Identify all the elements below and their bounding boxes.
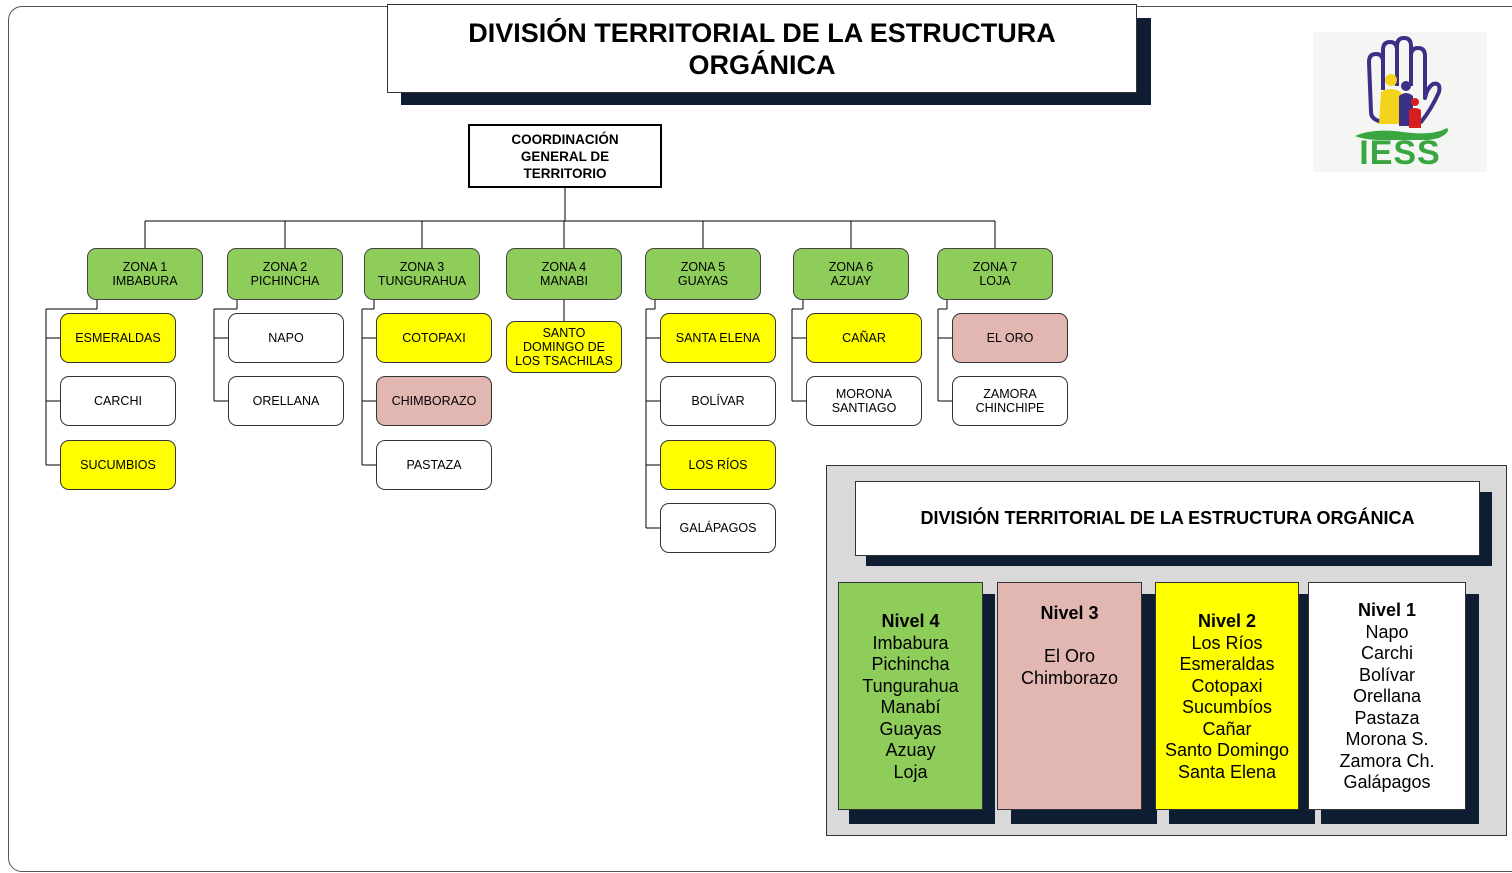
level-nivel-2: Nivel 2 Los Ríos Esmeraldas Cotopaxi Suc… [1155,582,1299,810]
legend-title: DIVISIÓN TERRITORIAL DE LA ESTRUCTURA OR… [855,481,1480,556]
logo-text: IESS [1359,134,1441,172]
iess-hand-family-icon [1355,36,1448,140]
province-node: ORELLANA [228,376,344,426]
root-node: COORDINACIÓN GENERAL DE TERRITORIO [468,124,662,188]
zone-node: ZONA 7 LOJA [937,248,1053,300]
province-node: LOS RÍOS [660,440,776,490]
level-nivel-4: Nivel 4 Imbabura Pichincha Tungurahua Ma… [838,582,983,810]
zone-node: ZONA 3 TUNGURAHUA [364,248,480,300]
level-name: Nivel 2 [1197,611,1257,631]
iess-logo: IESS [1313,32,1487,172]
province-node: COTOPAXI [376,313,492,363]
level-name: Nivel 1 [1357,600,1417,620]
zone-node: ZONA 1 IMBABURA [87,248,203,300]
province-node: CHIMBORAZO [376,376,492,426]
level-name: Nivel 4 [881,611,940,631]
province-node: PASTAZA [376,440,492,490]
level-items: Napo Carchi Bolívar Orellana Pastaza Mor… [1339,621,1435,793]
province-node: CAÑAR [806,313,922,363]
province-node: GALÁPAGOS [660,503,776,553]
zone-node: ZONA 2 PICHINCHA [227,248,343,300]
level-items: Los Ríos Esmeraldas Cotopaxi Sucumbíos C… [1164,632,1290,782]
province-node: SANTA ELENA [660,313,776,363]
level-name: Nivel 3 [1040,603,1099,623]
province-node: EL ORO [952,313,1068,363]
province-node: NAPO [228,313,344,363]
level-items: Imbabura Pichincha Tungurahua Manabí Gua… [862,632,959,782]
province-node: ESMERALDAS [60,313,176,363]
level-items: El Oro Chimborazo [1020,646,1119,688]
level-nivel-1: Nivel 1 Napo Carchi Bolívar Orellana Pas… [1308,582,1466,810]
page-title: DIVISIÓN TERRITORIAL DE LA ESTRUCTURA OR… [387,4,1137,93]
province-node: ZAMORA CHINCHIPE [952,376,1068,426]
zone-node: ZONA 6 AZUAY [793,248,909,300]
province-node: SANTO DOMINGO DE LOS TSACHILAS [506,321,622,373]
province-node: BOLÍVAR [660,376,776,426]
level-nivel-3: Nivel 3 El Oro Chimborazo [997,582,1142,810]
province-node: MORONA SANTIAGO [806,376,922,426]
zone-node: ZONA 5 GUAYAS [645,248,761,300]
province-node: CARCHI [60,376,176,426]
zone-node: ZONA 4 MANABI [506,248,622,300]
province-node: SUCUMBIOS [60,440,176,490]
